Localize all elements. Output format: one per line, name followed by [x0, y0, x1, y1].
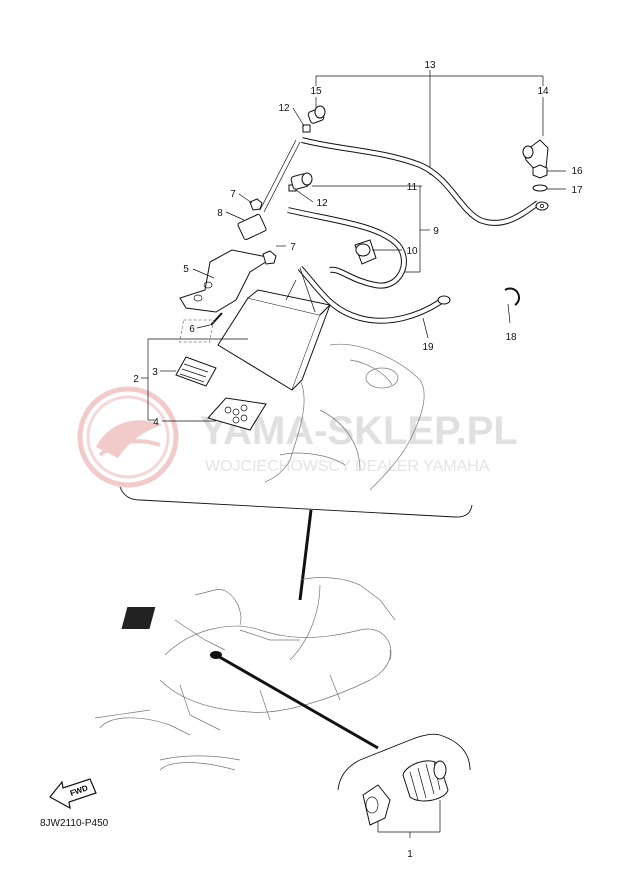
cap-11	[290, 172, 313, 190]
nut-7a	[249, 198, 263, 211]
callout-19: 19	[422, 342, 434, 353]
callout-7a: 7	[230, 189, 236, 200]
detail-bracket	[119, 486, 473, 518]
nut-16	[532, 164, 548, 179]
cable-9	[287, 207, 407, 289]
fwd-arrow-icon: FWD	[49, 778, 97, 810]
battery-2	[179, 267, 332, 391]
battery-location-marker	[121, 607, 156, 629]
diagram-code: 8JW2110-P450	[40, 818, 109, 829]
sled-body-detail	[264, 343, 425, 491]
callout-17: 17	[571, 185, 583, 196]
socket-bracket	[337, 733, 441, 791]
callouts: 1 2 3 4 5 6 7 7 8 9 10 11 12 12 13 14 15…	[133, 60, 583, 860]
callout-7b: 7	[290, 242, 296, 253]
snowmobile-overview	[94, 577, 396, 771]
callout-6: 6	[189, 324, 195, 335]
leader-to-sled	[298, 509, 313, 601]
socket-1	[362, 760, 449, 826]
callout-12a: 12	[278, 103, 290, 114]
screw-6	[210, 312, 223, 326]
callout-10: 10	[406, 246, 418, 257]
callout-13: 13	[424, 60, 436, 71]
washer-17	[532, 184, 548, 192]
boot-14	[522, 139, 549, 171]
callout-11: 11	[407, 182, 418, 193]
callout-16: 16	[571, 166, 583, 177]
callout-15: 15	[310, 86, 322, 97]
nut-12a	[302, 124, 311, 133]
label-3	[175, 356, 217, 387]
callout-9: 9	[433, 226, 439, 237]
kit-4	[207, 397, 267, 431]
callout-4: 4	[153, 417, 159, 428]
watermark-subtitle: WOJCIECHOWSCY DEALER YAMAHA	[205, 458, 490, 475]
watermark: YAMA-SKLEP.PL WOJCIECHOWSCY DEALER YAMAH…	[77, 386, 518, 488]
callout-13-leaders	[315, 70, 544, 175]
watermark-logo-icon	[77, 386, 179, 488]
clip-18	[504, 287, 520, 306]
callout-2-leaders	[141, 338, 248, 422]
callout-14: 14	[537, 86, 549, 97]
callout-12b: 12	[316, 198, 328, 209]
callout-1: 1	[407, 849, 413, 860]
callout-18: 18	[505, 332, 517, 343]
boot-10	[354, 239, 377, 265]
fuse-holder-8	[237, 139, 301, 241]
callout-8: 8	[217, 208, 223, 219]
cable-19	[297, 265, 451, 324]
leader-to-socket	[215, 653, 379, 750]
callout-5: 5	[183, 264, 189, 275]
bracket-5	[179, 249, 274, 313]
nut-7b	[262, 250, 277, 265]
callout-3: 3	[152, 367, 158, 378]
cap-15	[307, 105, 326, 124]
socket-bracket-right	[439, 734, 471, 771]
cable-13	[301, 137, 549, 226]
callout-2: 2	[133, 374, 139, 385]
